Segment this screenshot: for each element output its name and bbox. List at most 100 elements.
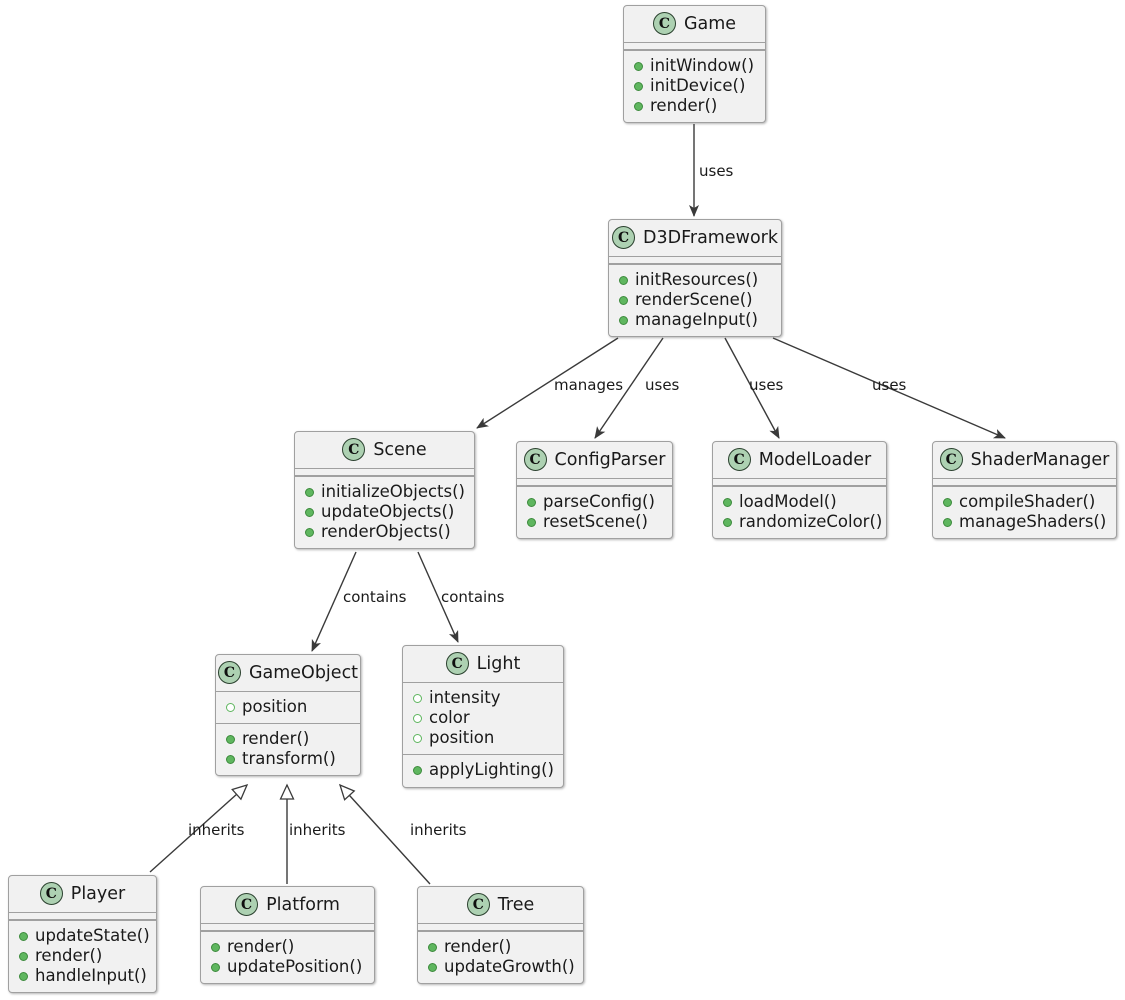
method-row: renderObjects() [303,522,466,542]
method-label: handleInput() [35,966,147,986]
edge-label-d3d-uses-configparser: uses [645,376,680,394]
edge-label-scene-contains-light: contains [441,588,505,606]
method-label: manageInput() [635,310,758,330]
method-row: manageInput() [617,310,773,330]
methods-compartment-scene: initializeObjects()updateObjects()render… [295,476,474,548]
method-row: initializeObjects() [303,482,466,502]
attribute-row: position [411,728,555,748]
class-name-label: ModelLoader [758,449,872,470]
attribute-row: color [411,708,555,728]
class-stereotype-icon: C [217,661,241,684]
method-label: resetScene() [543,512,648,532]
method-label: parseConfig() [543,492,655,511]
empty-attributes-compartment-tree [418,924,583,931]
methods-compartment-modelloader: loadModel()randomizeColor() [713,486,886,538]
method-label: initWindow() [650,56,755,75]
empty-attributes-compartment-shadermanager [933,479,1116,486]
visibility-public-icon [19,971,28,981]
visibility-public-icon [634,81,643,91]
edge-label-platform-inherits: inherits [289,821,346,839]
visibility-public-icon [527,497,536,507]
method-row: loadModel() [721,492,878,512]
method-row: handleInput() [17,966,148,986]
method-row: render() [209,937,366,957]
class-stereotype-icon: C [235,893,259,916]
class-stereotype-icon: C [652,12,676,35]
visibility-public-icon [943,517,952,527]
class-stereotype-icon: C [939,448,963,471]
visibility-protected-icon [226,702,235,712]
visibility-public-icon [723,517,732,527]
empty-attributes-compartment-modelloader [713,479,886,486]
methods-compartment-d3dframework: initResources()renderScene()manageInput(… [609,264,781,336]
visibility-public-icon [305,507,314,517]
attribute-label: color [429,708,470,728]
visibility-public-icon [305,487,314,497]
method-label: render() [444,937,512,956]
method-label: initDevice() [650,76,746,96]
method-label: transform() [242,749,336,769]
class-name-label: GameObject [248,662,359,683]
empty-attributes-compartment-platform [201,924,374,931]
class-header-gameobject: C GameObject [216,655,360,692]
visibility-protected-icon [413,693,422,703]
methods-compartment-game: initWindow()initDevice()render() [624,50,765,122]
method-row: applyLighting() [411,760,555,780]
method-label: renderObjects() [321,522,451,542]
visibility-public-icon [19,951,28,961]
visibility-public-icon [226,734,235,744]
visibility-public-icon [619,275,628,285]
method-label: randomizeColor() [739,512,883,532]
edge-label-tree-inherits: inherits [410,821,467,839]
class-stereotype-icon: C [523,448,547,471]
methods-compartment-shadermanager: compileShader()manageShaders() [933,486,1116,538]
visibility-public-icon [305,527,314,537]
visibility-public-icon [943,497,952,507]
attributes-compartment-gameobject: position [216,692,360,723]
visibility-public-icon [428,962,437,972]
empty-attributes-compartment-game [624,43,765,50]
visibility-public-icon [634,101,643,111]
edge-label-game-uses-d3d: uses [699,162,734,180]
method-label: applyLighting() [429,760,554,780]
empty-attributes-compartment-scene [295,469,474,476]
methods-compartment-player: updateState()render()handleInput() [9,920,156,992]
method-row: parseConfig() [525,492,664,512]
visibility-public-icon [723,497,732,507]
edge-label-d3d-uses-modelloader: uses [749,376,784,394]
method-row: render() [17,946,148,966]
class-name-label: Light [476,653,521,674]
method-row: render() [426,937,575,957]
method-label: render() [227,937,295,956]
empty-attributes-compartment-player [9,913,156,920]
method-row: updateGrowth() [426,957,575,977]
methods-compartment-light: applyLighting() [403,754,563,786]
method-label: initializeObjects() [321,482,465,501]
method-row: resetScene() [525,512,664,532]
edge-label-d3d-manages-scene: manages [554,376,624,394]
visibility-public-icon [19,931,28,941]
method-row: updateObjects() [303,502,466,522]
method-label: updatePosition() [227,957,363,977]
visibility-protected-icon [413,713,422,723]
